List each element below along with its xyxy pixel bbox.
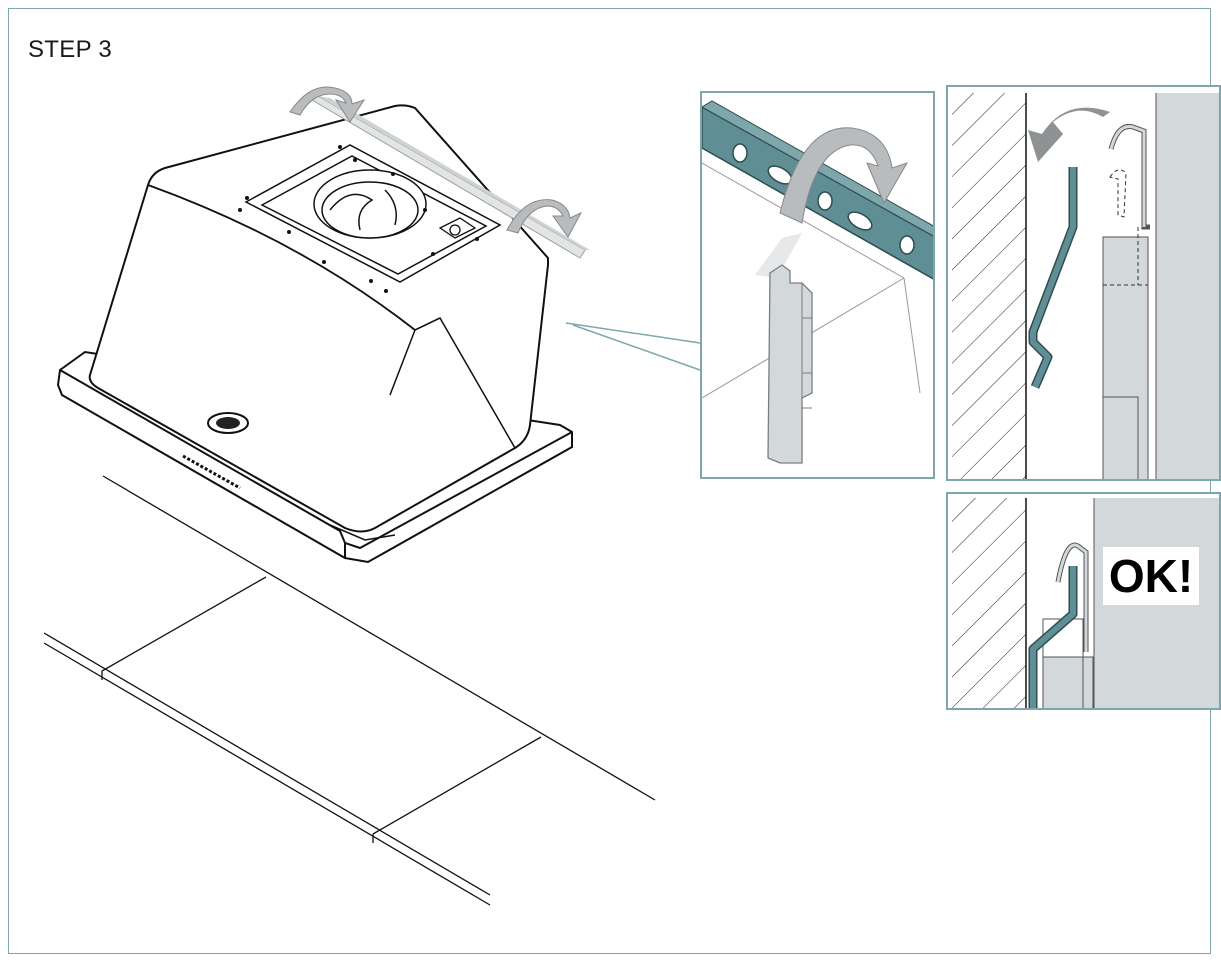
step-title: STEP 3 — [28, 36, 113, 63]
wall-hatch-icon — [952, 498, 1026, 708]
fan-ring — [313, 169, 427, 239]
hook-bracket-icon — [1030, 167, 1076, 389]
rotate-arrow-icon — [289, 86, 366, 123]
rotate-arrow-icon — [506, 199, 583, 238]
detail-panel-hook-before — [946, 85, 1221, 481]
callout-connector — [565, 322, 701, 371]
hood-edge — [147, 184, 416, 331]
screw-holes — [238, 145, 479, 293]
control-strip — [182, 454, 241, 490]
ok-label: OK! — [1103, 547, 1199, 605]
wall-hatch-icon — [952, 93, 1026, 479]
hook-before-illustration — [952, 93, 1219, 479]
rail-clip-illustration — [702, 100, 933, 464]
plate-fitting — [438, 217, 477, 239]
detail-panel-rail-clip — [700, 91, 935, 479]
brand-emblem — [207, 412, 249, 434]
hook-bracket-icon — [1030, 566, 1076, 708]
countertop — [43, 475, 656, 906]
